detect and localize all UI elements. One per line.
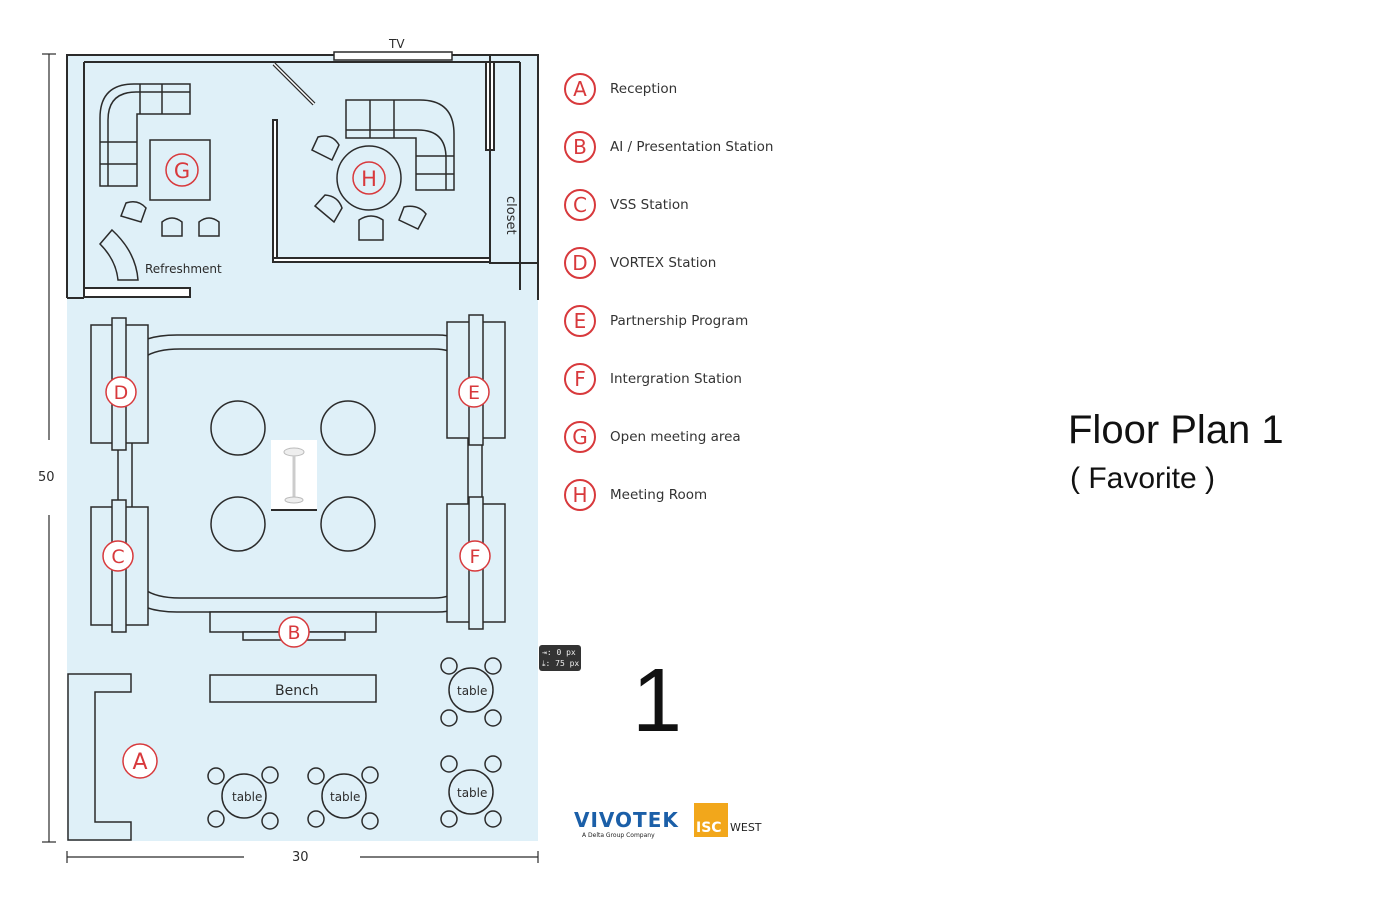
measurement-tooltip: ⇥: 0 px ⤓: 75 px (539, 645, 581, 671)
marker-h: H (352, 161, 386, 195)
svg-text:F: F (470, 546, 481, 568)
dimension-width-label: 30 (292, 850, 309, 865)
marker-g: G (165, 153, 199, 187)
legend-item-d: D VORTEX Station (564, 234, 824, 292)
dimension-height-label: 50 (38, 470, 55, 485)
svg-text:B: B (287, 622, 300, 644)
reception-desk (67, 673, 132, 841)
legend-text: AI / Presentation Station (610, 139, 774, 155)
svg-text:A: A (132, 750, 147, 775)
closet-label: closet (503, 196, 518, 235)
marker-c: C (102, 540, 134, 572)
marker-d: D (105, 376, 137, 408)
sofa-left (99, 83, 191, 187)
legend-text: Reception (610, 81, 678, 97)
tv (333, 51, 453, 61)
legend-letter: H (564, 479, 596, 511)
svg-text:E: E (468, 382, 480, 404)
refreshment-counter (98, 228, 139, 281)
vivotek-logo-sub: A Delta Group Company (582, 832, 655, 839)
plan-number: 1 (632, 651, 683, 751)
isc-logo-text: ISC (696, 820, 722, 836)
marker-b: B (278, 616, 310, 648)
legend-item-c: C VSS Station (564, 176, 824, 234)
legend-letter: A (564, 73, 596, 105)
legend-item-f: F Intergration Station (564, 350, 824, 408)
cafe-table-4 (307, 766, 379, 830)
legend-letter: E (564, 305, 596, 337)
isc-west-logo: ISC WEST (694, 803, 762, 837)
legend-item-g: G Open meeting area (564, 408, 824, 466)
closet (489, 54, 539, 264)
round-tables-center (210, 400, 376, 552)
tv-label: TV (388, 37, 405, 51)
sofa-meeting-room (345, 99, 455, 191)
cafe-table-1 (440, 657, 502, 727)
svg-text:D: D (114, 382, 129, 404)
svg-text:G: G (174, 159, 190, 183)
tooltip-line-1: ⇥: 0 px (542, 648, 576, 657)
dimension-width (66, 851, 539, 863)
bench-label: Bench (275, 683, 319, 699)
cafe-table-2-label: table (457, 786, 487, 800)
legend-letter: D (564, 247, 596, 279)
legend-text: Meeting Room (610, 487, 708, 503)
legend-letter: F (564, 363, 596, 395)
vivotek-logo-name: VIVOTEK (574, 808, 679, 832)
legend-item-e: E Partnership Program (564, 292, 824, 350)
vivotek-logo: VIVOTEK A Delta Group Company (574, 808, 679, 839)
chairs-meeting-room (311, 135, 427, 241)
marker-e: E (458, 376, 490, 408)
marker-a: A (122, 743, 158, 779)
cafe-table-1-label: table (457, 684, 487, 698)
svg-text:C: C (111, 546, 124, 568)
isc-west-text: WEST (730, 821, 762, 834)
dimension-height (42, 53, 56, 843)
legend-text: Open meeting area (610, 429, 741, 445)
page-subtitle: ( Favorite ) (1070, 462, 1216, 495)
high-table (271, 440, 317, 511)
svg-text:H: H (361, 167, 377, 191)
legend-letter: G (564, 421, 596, 453)
bench (209, 674, 377, 703)
refreshment-label: Refreshment (145, 262, 222, 276)
tooltip-line-2: ⤓: 75 px (542, 659, 580, 668)
legend-letter: C (564, 189, 596, 221)
legend-letter: B (564, 131, 596, 163)
legend-item-a: A Reception (564, 60, 824, 118)
left-room-walls (67, 287, 191, 299)
cafe-table-3 (207, 766, 279, 830)
chairs-left-room (120, 201, 220, 237)
cafe-table-4-label: table (330, 790, 360, 804)
legend-text: VORTEX Station (610, 255, 717, 271)
legend-text: VSS Station (610, 197, 689, 213)
isc-logo-box: ISC (694, 803, 728, 837)
legend-item-b: B AI / Presentation Station (564, 118, 824, 176)
legend-text: Intergration Station (610, 371, 742, 387)
legend-item-h: H Meeting Room (564, 466, 824, 524)
legend-text: Partnership Program (610, 313, 749, 329)
page-title: Floor Plan 1 (1068, 408, 1284, 452)
cafe-table-3-label: table (232, 790, 262, 804)
marker-f: F (459, 540, 491, 572)
cafe-table-2 (440, 755, 502, 828)
